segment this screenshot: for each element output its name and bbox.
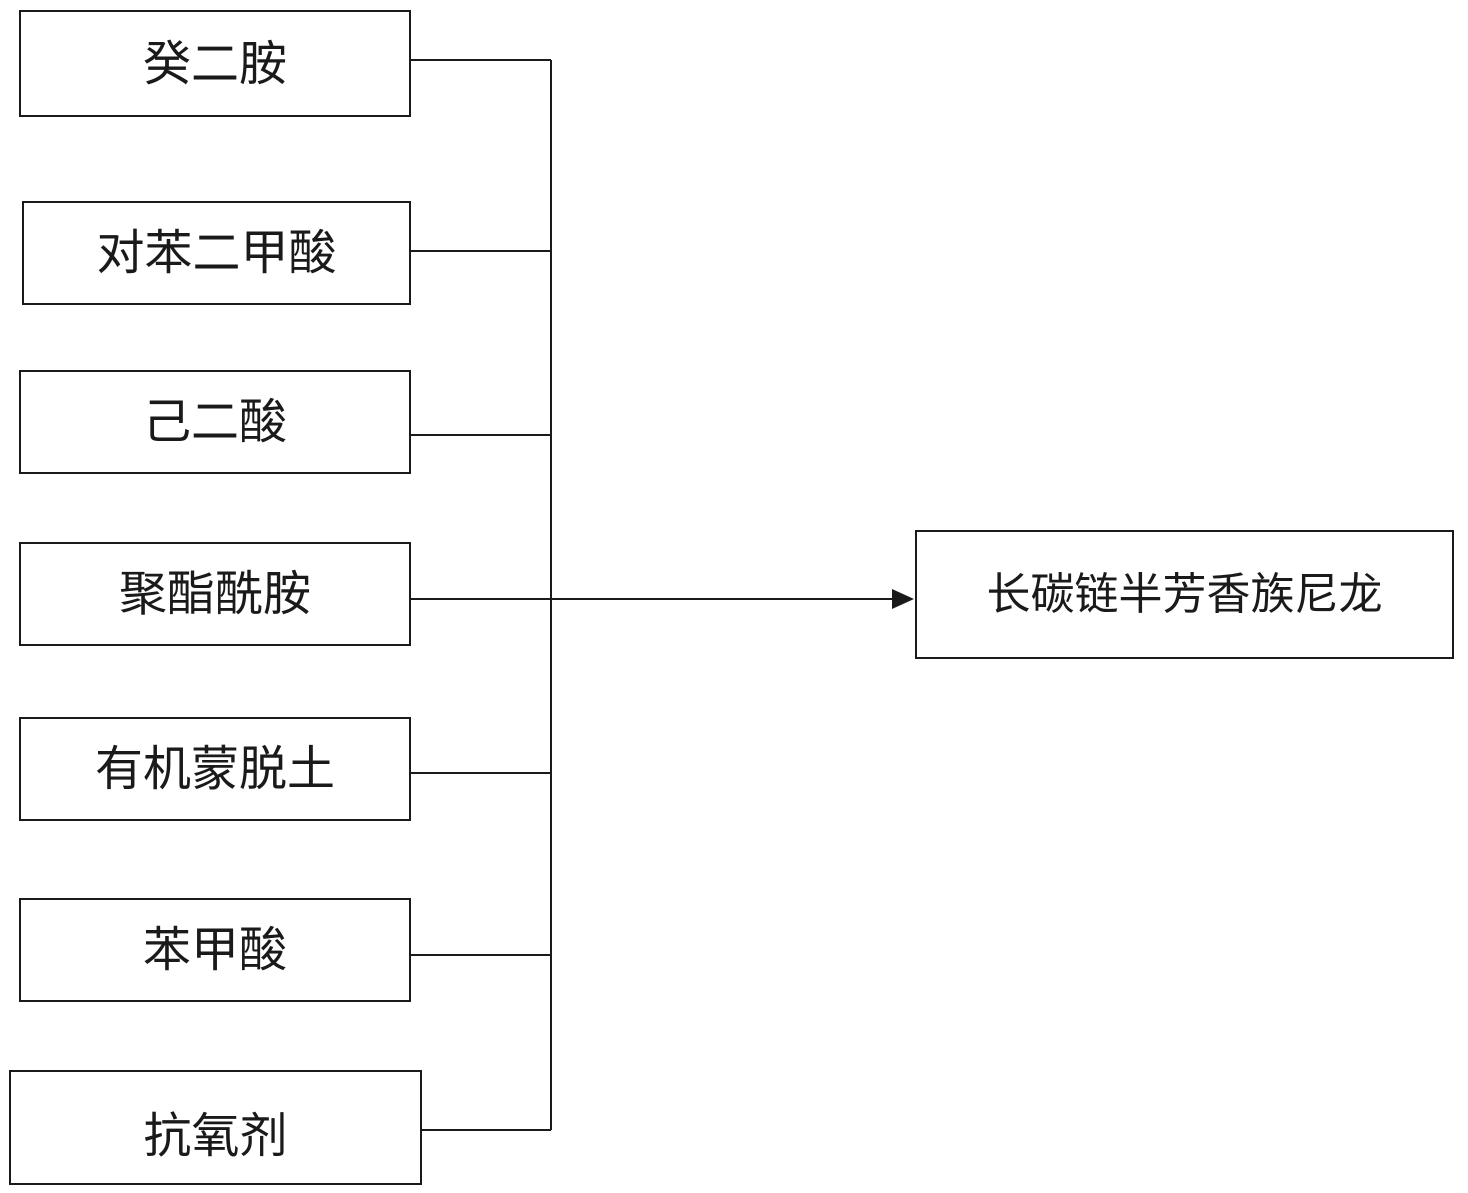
input-box-5: 有机蒙脱土 <box>19 717 411 821</box>
arrow-head-icon <box>892 589 914 609</box>
input-box-2: 对苯二甲酸 <box>22 201 411 305</box>
input-label-6: 苯甲酸 <box>143 926 287 974</box>
input-box-6: 苯甲酸 <box>19 898 411 1002</box>
input-label-1: 癸二胺 <box>143 40 287 88</box>
input-label-3: 己二酸 <box>143 398 287 446</box>
output-label: 长碳链半芳香族尼龙 <box>987 573 1383 617</box>
input-box-7: 抗氧剂 <box>9 1070 422 1185</box>
input-box-1: 癸二胺 <box>19 10 411 117</box>
input-box-3: 己二酸 <box>19 370 411 474</box>
input-box-4: 聚酯酰胺 <box>19 542 411 646</box>
input-label-4: 聚酯酰胺 <box>119 570 311 618</box>
input-label-5: 有机蒙脱土 <box>95 745 335 793</box>
input-label-2: 对苯二甲酸 <box>96 229 336 277</box>
input-label-7: 抗氧剂 <box>143 1112 287 1160</box>
output-box: 长碳链半芳香族尼龙 <box>915 530 1454 659</box>
